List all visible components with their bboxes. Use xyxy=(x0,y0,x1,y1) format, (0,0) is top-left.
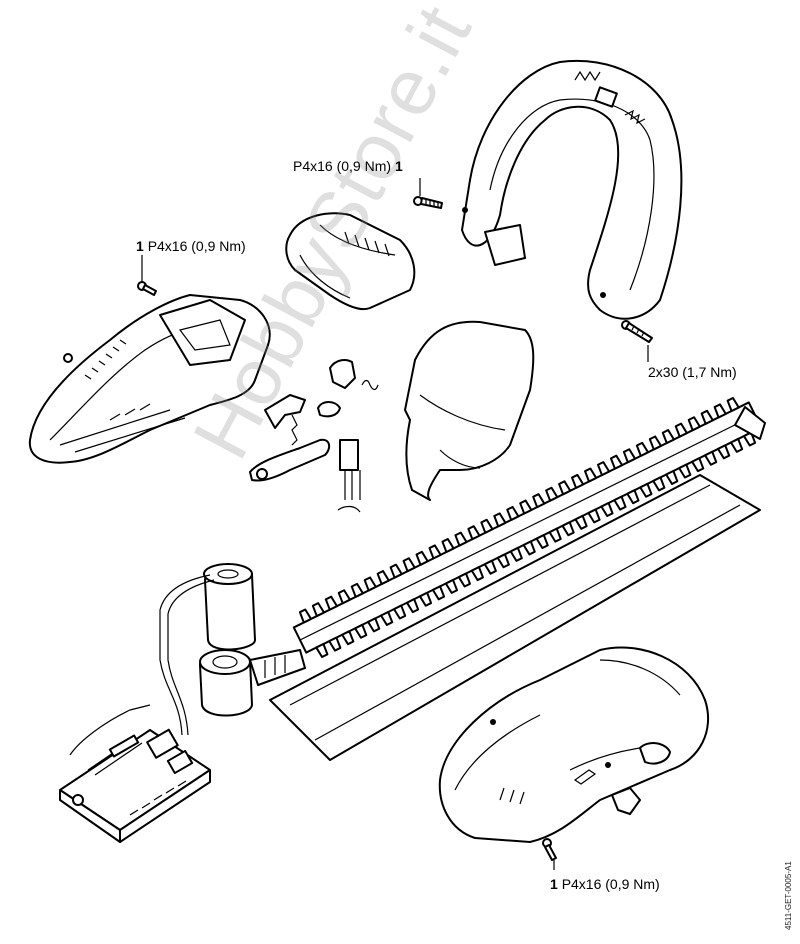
blade-tooth xyxy=(470,566,484,582)
blade-tooth xyxy=(328,636,342,652)
blade-tooth xyxy=(639,482,653,498)
blade-tooth xyxy=(324,595,338,611)
blade-tooth xyxy=(596,461,611,477)
blade-tooth xyxy=(532,493,546,509)
blade-tooth xyxy=(648,435,662,451)
blade-tooth xyxy=(454,531,468,547)
blade-tooth xyxy=(311,602,325,618)
blade-tooth xyxy=(726,397,740,412)
blade-tooth xyxy=(493,512,507,528)
blade-tooth xyxy=(431,585,446,601)
label-screw-left: 1 P4x16 (0,9 Nm) xyxy=(136,238,246,254)
blade-tooth xyxy=(613,495,627,511)
blade-tooth xyxy=(389,563,403,579)
blade-tooth xyxy=(652,476,666,492)
blade-tooth xyxy=(730,437,744,453)
blade-tooth xyxy=(635,441,650,457)
blade-tooth xyxy=(402,557,416,573)
blade-tooth xyxy=(561,521,575,537)
blade-tooth xyxy=(380,610,394,626)
blade-tooth xyxy=(444,578,459,594)
blade-tooth xyxy=(717,444,731,460)
screw-right xyxy=(621,320,653,362)
blade-tooth xyxy=(713,403,727,419)
blade-tooth xyxy=(376,570,390,586)
motor-assembly xyxy=(199,563,306,717)
blade-tooth xyxy=(483,559,497,575)
blade-tooth xyxy=(315,643,329,658)
blade-tooth xyxy=(704,450,718,466)
blade-tooth xyxy=(600,502,614,517)
hand-guard xyxy=(404,320,535,501)
blade-tooth xyxy=(457,572,471,588)
blade-tooth xyxy=(522,540,536,556)
blade-tooth xyxy=(691,457,705,473)
blade-tooth xyxy=(428,544,442,560)
blade-tooth xyxy=(350,582,364,598)
blade-tooth xyxy=(519,499,533,515)
blade-tooth xyxy=(337,589,351,605)
blade-tooth xyxy=(548,527,562,543)
blade-tooth xyxy=(700,409,714,425)
blade-tooth xyxy=(298,608,313,624)
document-id: 4511-GET-0005-A1 xyxy=(784,861,793,930)
label-screw-bottom: 1 P4x16 (0,9 Nm) xyxy=(550,876,660,892)
circuit-board xyxy=(59,704,211,843)
blade-guard xyxy=(269,474,761,761)
screw-top-center xyxy=(413,196,443,209)
blade-tooth xyxy=(587,508,601,524)
blade-tooth xyxy=(354,623,368,639)
blade-tooth xyxy=(393,604,407,620)
blade-tooth xyxy=(584,467,598,483)
screw-left xyxy=(137,281,157,296)
blade-tooth xyxy=(506,505,520,521)
blade-tooth xyxy=(661,429,675,445)
left-housing-shell xyxy=(28,294,271,464)
blade-tooth xyxy=(535,534,549,550)
blade-tooth xyxy=(418,591,433,607)
blade-tooth xyxy=(441,538,455,553)
blade-tooth xyxy=(496,553,510,569)
blade-tooth xyxy=(687,416,701,432)
blade-tooth xyxy=(678,463,692,479)
blade-tooth xyxy=(609,454,624,470)
blade-tooth xyxy=(674,422,688,438)
blade-tooth xyxy=(545,486,559,502)
blade-tooth xyxy=(574,514,588,530)
blade-tooth xyxy=(405,598,420,614)
cap-cover xyxy=(285,212,416,311)
switch-parts xyxy=(249,359,379,513)
blade-tooth xyxy=(509,546,523,562)
blade-tooth xyxy=(363,576,377,592)
blade-tooth xyxy=(622,448,637,464)
leader-lines xyxy=(141,178,421,282)
blade-tooth xyxy=(367,617,381,633)
blade-tooth xyxy=(467,525,481,541)
blade-tooth xyxy=(665,469,679,485)
motor-cable xyxy=(159,574,215,736)
label-screw-right: 2x30 (1,7 Nm) xyxy=(648,364,737,380)
blade-tooth xyxy=(626,489,640,505)
screw-bottom xyxy=(542,838,557,870)
blade-tooth xyxy=(558,480,572,496)
label-screw-top-center: P4x16 (0,9 Nm) 1 xyxy=(293,158,403,174)
blade-tooth xyxy=(571,473,585,489)
right-housing-shell xyxy=(438,646,710,843)
cutter-blade xyxy=(292,397,766,658)
blade-tooth xyxy=(480,518,494,534)
blade-tooth xyxy=(341,630,355,646)
blade-tooth xyxy=(415,550,429,566)
loop-handle xyxy=(461,59,683,320)
